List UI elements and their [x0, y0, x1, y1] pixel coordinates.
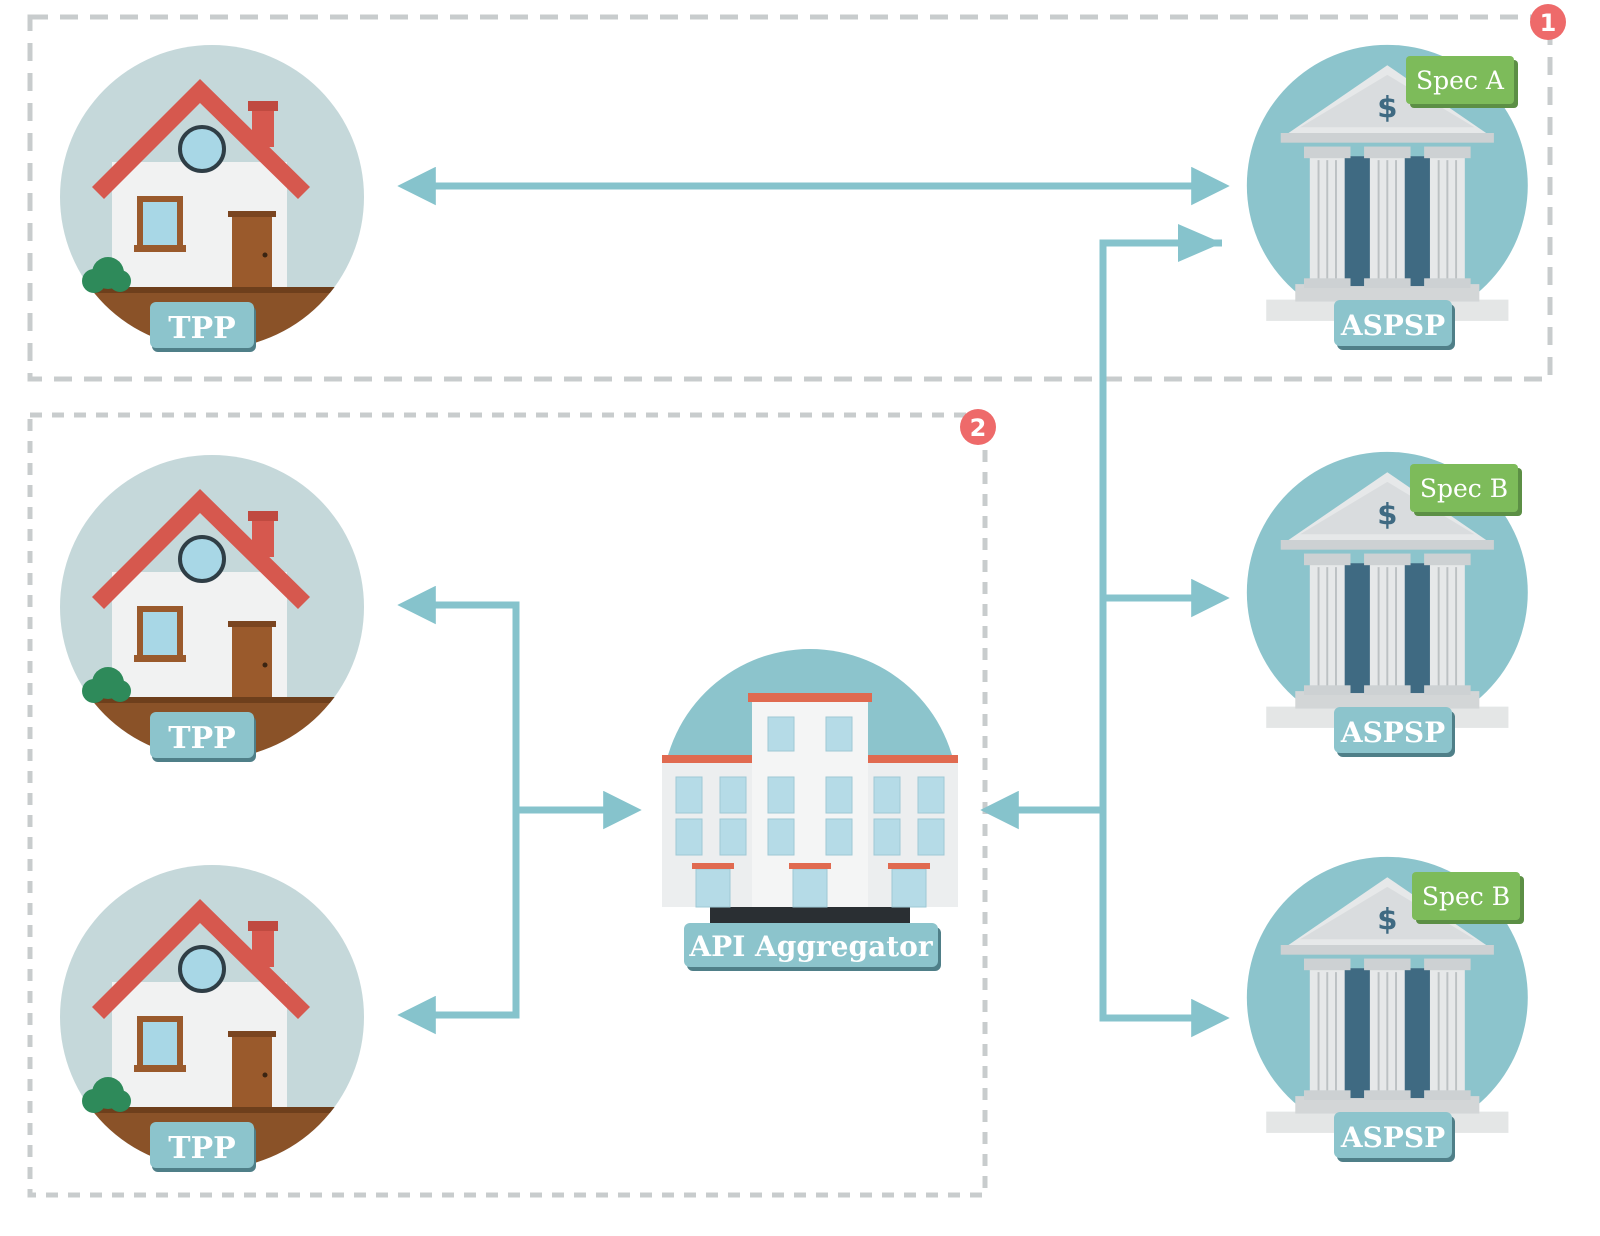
aspsp-2-spec: Spec B [1420, 474, 1508, 503]
aspsp-3-label: ASPSP [1340, 1121, 1445, 1154]
arrow-head-to-aspsp1-lower [1178, 224, 1222, 262]
tpp-node-1: TPP [52, 45, 372, 367]
group-badge-2-text: 2 [970, 414, 987, 442]
group-badge-2: 2 [960, 409, 996, 445]
aspsp-node-1: ASPSP Spec A [1245, 43, 1529, 350]
tpp-1-label: TPP [168, 311, 235, 346]
tpp-node-3: TPP [52, 865, 372, 1187]
group-box-1 [27, 14, 1553, 382]
connectors [397, 166, 1230, 1038]
trunk-to-aspsps [1099, 239, 1230, 1038]
tpp-3-label: TPP [168, 1131, 235, 1166]
tpp-node-2: TPP [52, 455, 372, 777]
aspsp-node-3: ASPSP Spec B [1245, 855, 1529, 1162]
aspsp-node-2: ASPSP Spec B [1245, 450, 1529, 757]
aggregator-label: API Aggregator [688, 930, 933, 963]
tpp-2-label: TPP [168, 721, 235, 756]
aspsp-3-spec: Spec B [1422, 882, 1510, 911]
group-badge-1: 1 [1530, 4, 1566, 40]
aggregator-node: API Aggregator [661, 648, 959, 971]
aspsp-1-spec: Spec A [1416, 66, 1505, 95]
aspsp-1-label: ASPSP [1340, 309, 1445, 342]
arrow-tpp2-aggregator-branch [397, 585, 520, 1035]
group-badge-1-text: 1 [1540, 9, 1557, 37]
aspsp-2-label: ASPSP [1340, 716, 1445, 749]
